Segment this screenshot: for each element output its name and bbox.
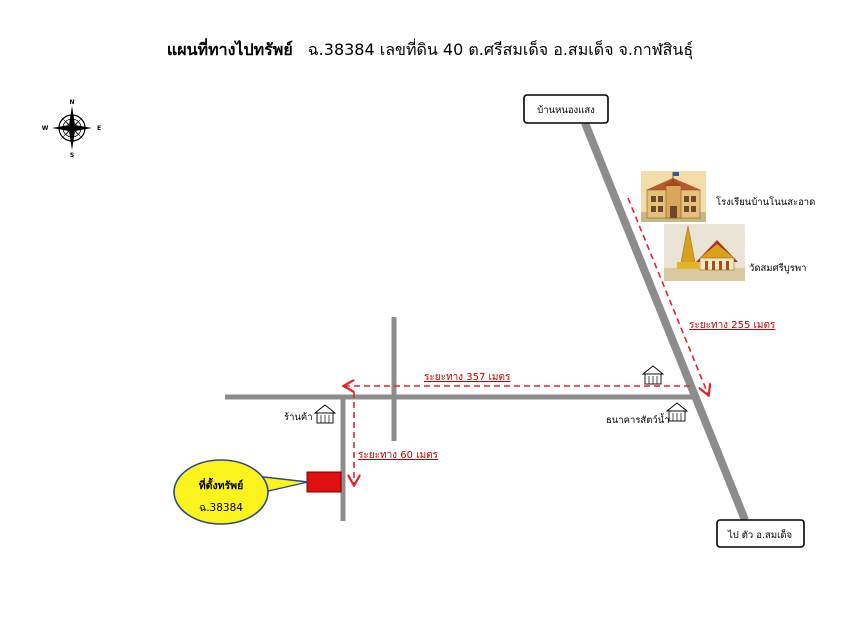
map-title: แผนที่ทางไปทรัพย์ ฉ.38384 เลขที่ดิน 40 ต… [167, 38, 693, 60]
route-diagonal [627, 197, 708, 394]
compass-south: S [70, 152, 74, 159]
property-callout-deed: ฉ.38384 [199, 502, 243, 514]
property-callout-title: ที่ตั้งทรัพย์ [199, 477, 244, 492]
property-callout: ที่ตั้งทรัพย์ ฉ.38384 [173, 459, 309, 525]
route-lines [345, 197, 708, 484]
compass-north: N [69, 99, 74, 106]
bank-building-icon [665, 402, 689, 422]
school-building-icon [641, 171, 706, 222]
label-box-to-town: ไป ตัว อ.สมเด็จ [716, 519, 805, 548]
village-top-label: บ้านหนองแสง [537, 105, 595, 116]
temple-icon [664, 224, 745, 281]
map-title-main: แผนที่ทางไปทรัพย์ [167, 38, 293, 59]
property-marker [306, 471, 342, 493]
distance-label-diagonal: ระยะทาง 255 เมตร [689, 320, 776, 331]
temple-label: วัดสมศรีบูรพา [749, 262, 806, 274]
distance-label-vertical: ระยะทาง 60 เมตร [358, 450, 439, 461]
label-box-village-top: บ้านหนองแสง [523, 94, 609, 124]
map-title-detail: ฉ.38384 เลขที่ดิน 40 ต.ศรีสมเด็จ อ.สมเด็… [308, 38, 693, 60]
school-label: โรงเรียนบ้านโนนสะอาด [716, 196, 815, 208]
distance-label-horizontal: ระยะทาง 357 เมตร [424, 372, 511, 383]
compass-east: E [97, 125, 101, 132]
house-icon [641, 365, 665, 385]
compass-west: W [42, 125, 49, 132]
bank-label: ธนาคารสัตว์น้ำ [606, 413, 670, 426]
shop-label: ร้านค้า [284, 412, 313, 423]
shop-building-icon [313, 404, 337, 424]
compass-rose-icon: N S E W [42, 99, 101, 159]
roads [225, 121, 749, 522]
main-road-diagonal [581, 121, 749, 522]
to-town-label: ไป ตัว อ.สมเด็จ [727, 528, 792, 541]
